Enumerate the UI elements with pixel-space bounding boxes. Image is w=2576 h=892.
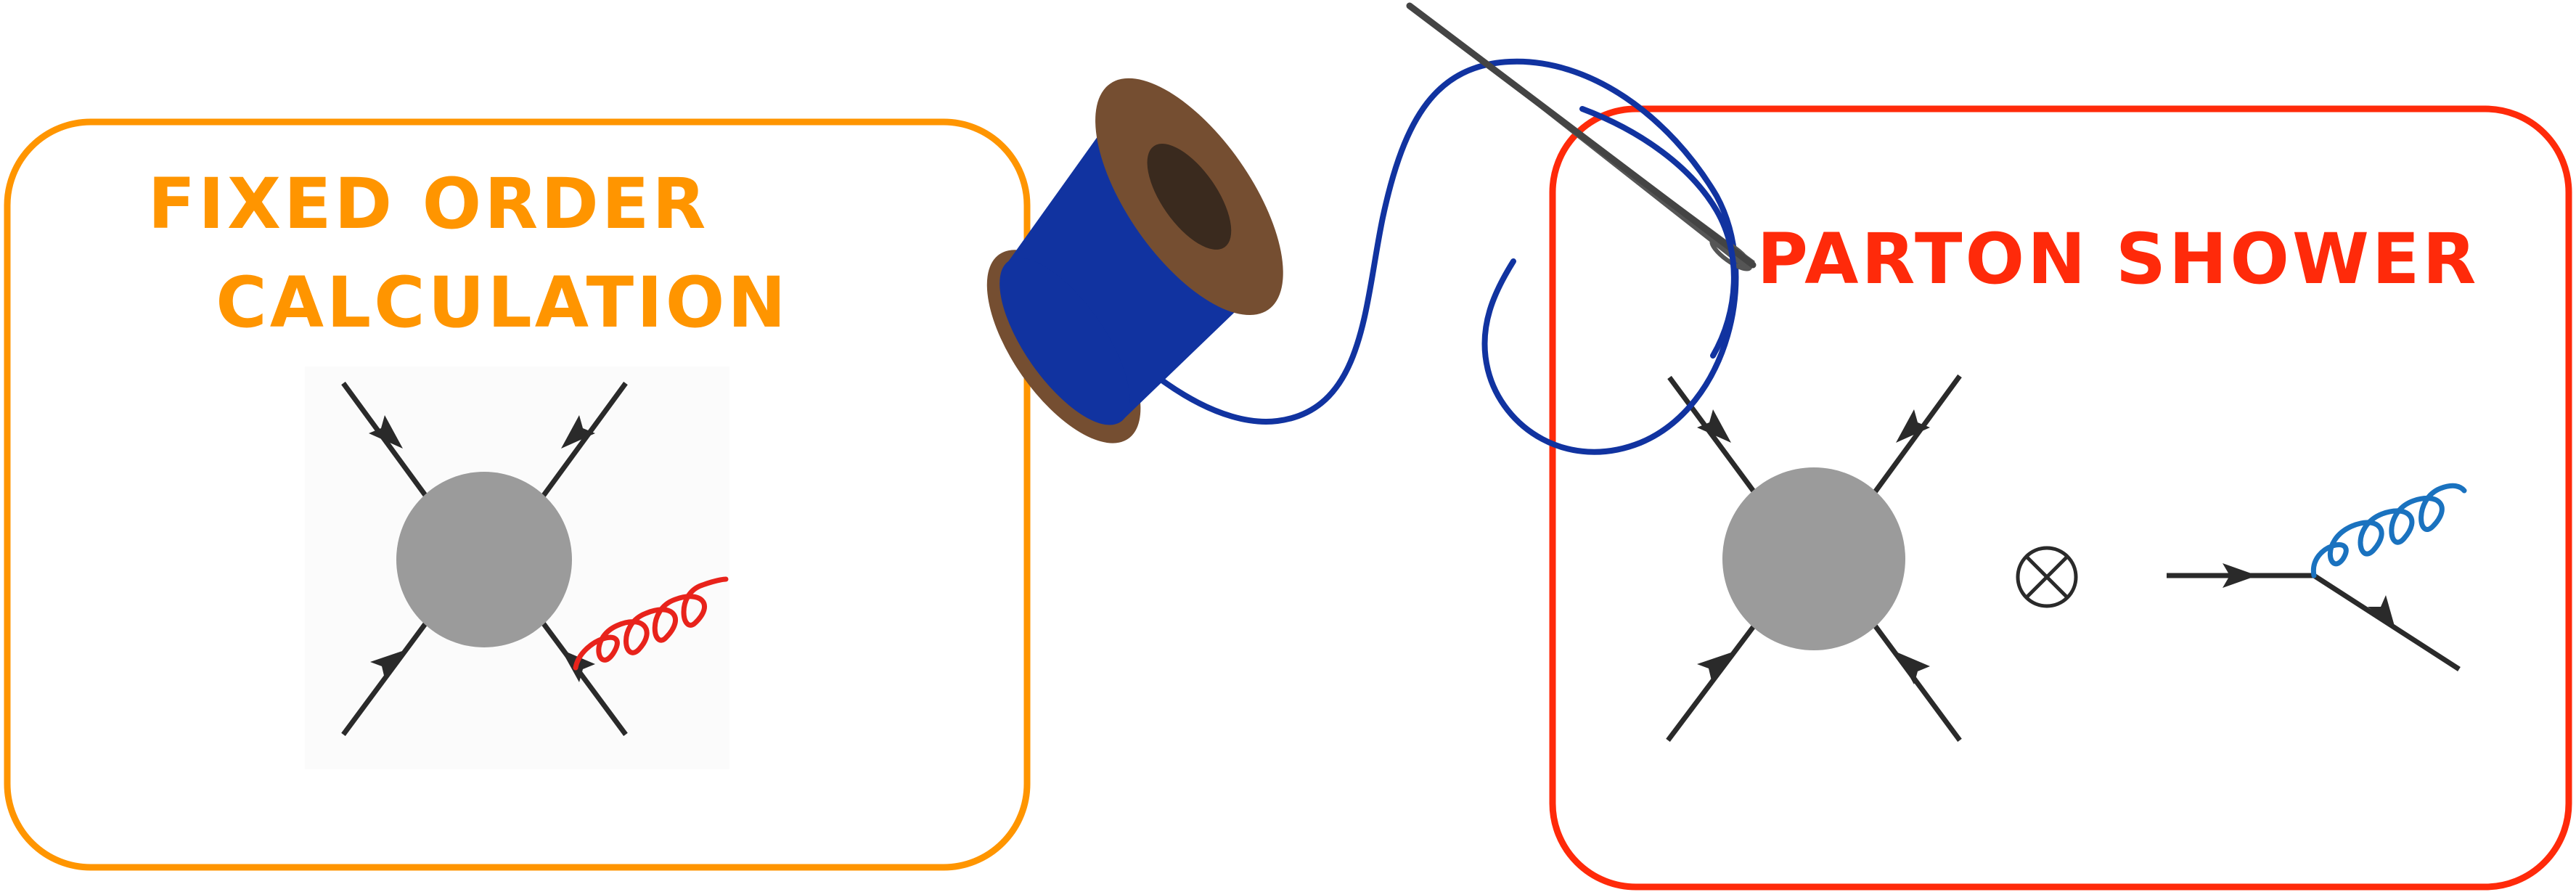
fixed-order-frame [4,118,1031,871]
arrow-icon [369,415,403,449]
parton-shower-frame [1549,105,2572,891]
fixed-order-feynman-diagram [305,367,729,769]
arrow-icon [1896,409,1930,443]
parton-shower-title: PARTON SHOWER [1757,218,2479,300]
outgoing-quark-line-bottom-right [1869,618,1962,742]
emitted-gluon [573,576,729,671]
outgoing-quark-line-top-right [1869,374,1962,499]
arrow-icon [1896,652,1930,684]
arrow-icon [2368,595,2395,629]
daughter-quark-line [2313,573,2461,671]
parton-shower-panel: PARTON SHOWER [1549,105,2572,891]
circle-times-icon [2016,546,2078,608]
arrow-icon [1697,409,1731,443]
incoming-quark-line-top-left [341,381,433,504]
fixed-order-title-line1: FIXED ORDER [148,163,709,245]
fixed-order-panel: FIXED ORDER CALCULATION [4,118,1031,871]
interaction-blob [1722,467,1905,650]
arrow-icon [561,415,595,449]
arrow-icon [2223,563,2257,588]
interaction-blob [396,472,572,647]
incoming-quark-line-bottom-left [1666,618,1760,742]
arrow-icon [1697,652,1733,681]
incoming-quark-line-top-left [1667,375,1760,499]
thread-icon [1097,58,1739,455]
needle-icon [1406,2,1757,271]
parton-shower-feynman-diagram [1666,374,1962,742]
spool-hole [1147,143,1232,250]
outgoing-quark-line-bottom-right [536,615,628,737]
arrow-icon [370,650,406,679]
splitting-diagram [2167,483,2467,671]
fixed-order-title-line2: CALCULATION [216,262,789,343]
thread-spool-icon [986,78,1283,443]
thread-loop-front [1579,106,1737,359]
emitted-gluon [2310,483,2467,578]
outgoing-quark-line-top-right [536,381,628,504]
